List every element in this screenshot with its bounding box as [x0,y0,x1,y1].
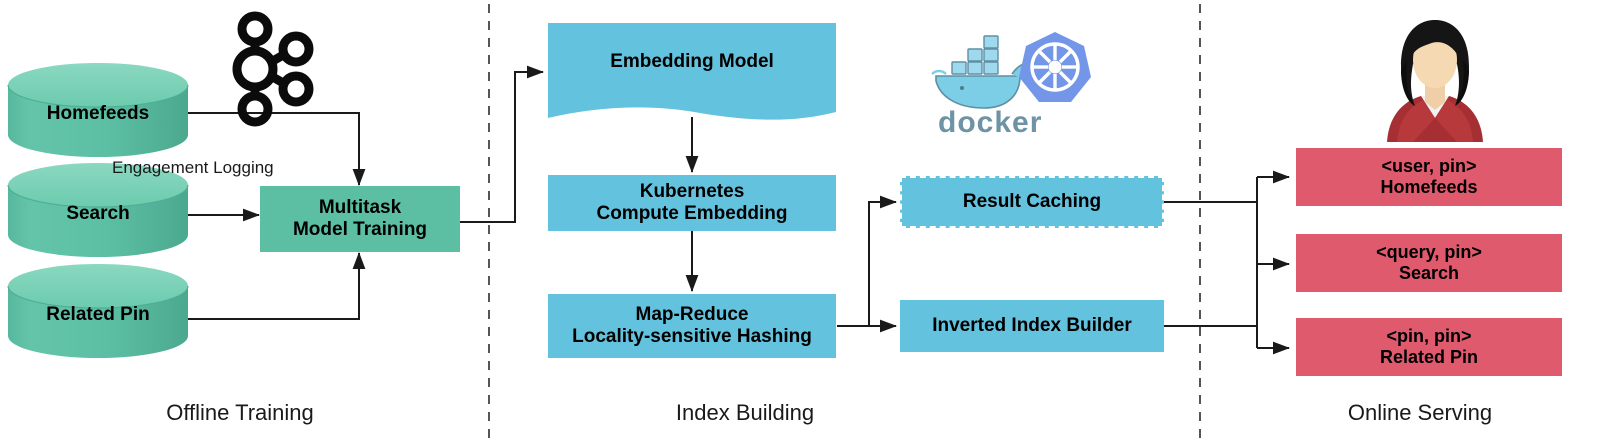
kafka-logo [232,11,314,127]
connector-relatedpin-to-training [188,252,366,320]
section-label-offline-training: Offline Training [166,400,314,425]
related-pin-output-line-2: Related Pin [1379,347,1479,367]
connector-mapreduce-to-resultcaching [837,195,897,327]
user-avatar [1387,20,1483,142]
kubernetes-line-2: Compute Embedding [596,203,788,224]
docker-logo: docker [931,35,1042,139]
multitask-line-2: Model Training [292,219,428,240]
datastore-homefeeds [7,63,189,157]
kubernetes-line-1: Kubernetes [639,180,745,202]
result-caching-label: Result Caching [962,190,1102,212]
node-search-output[interactable]: <query, pin> Search [1296,234,1562,292]
datastore-label-search: Search [66,203,130,224]
datastore-related-pin [7,264,189,358]
search-output-line-1: <query, pin> [1376,241,1482,262]
connector-training-to-embedding [460,65,544,223]
map-reduce-line-1: Map-Reduce [635,303,749,325]
node-kubernetes-compute-embedding[interactable]: Kubernetes Compute Embedding [548,175,836,231]
node-result-caching[interactable]: Result Caching [900,176,1164,228]
embedding-model-label: Embedding Model [610,50,774,72]
svg-text:docker: docker [938,106,1042,139]
section-label-online-serving: Online Serving [1347,400,1493,425]
connector-bus-serving [1164,170,1290,355]
node-map-reduce-lsh[interactable]: Map-Reduce Locality-sensitive Hashing [548,294,836,358]
node-related-pin-output[interactable]: <pin, pin> Related Pin [1296,318,1562,376]
multitask-line-1: Multitask [318,196,402,218]
datastore-label-homefeeds: Homefeeds [46,103,150,124]
inverted-index-builder-label: Inverted Index Builder [932,314,1132,336]
kubernetes-logo [1019,32,1091,102]
related-pin-output-line-1: <pin, pin> [1386,325,1472,346]
homefeeds-output-line-1: <user, pin> [1381,155,1477,176]
datastore-label-related-pin: Related Pin [46,304,150,325]
node-multitask-model-training[interactable]: Multitask Model Training [260,186,460,252]
node-embedding-model[interactable]: Embedding Model [548,23,836,101]
search-output-line-2: Search [1398,263,1460,283]
edge-label-engagement-logging: Engagement Logging [112,158,274,177]
map-reduce-line-2: Locality-sensitive Hashing [572,326,812,347]
node-homefeeds-output[interactable]: <user, pin> Homefeeds [1296,148,1562,206]
node-inverted-index-builder[interactable]: Inverted Index Builder [900,300,1164,352]
homefeeds-output-line-2: Homefeeds [1380,177,1478,197]
section-label-index-building: Index Building [675,400,815,425]
